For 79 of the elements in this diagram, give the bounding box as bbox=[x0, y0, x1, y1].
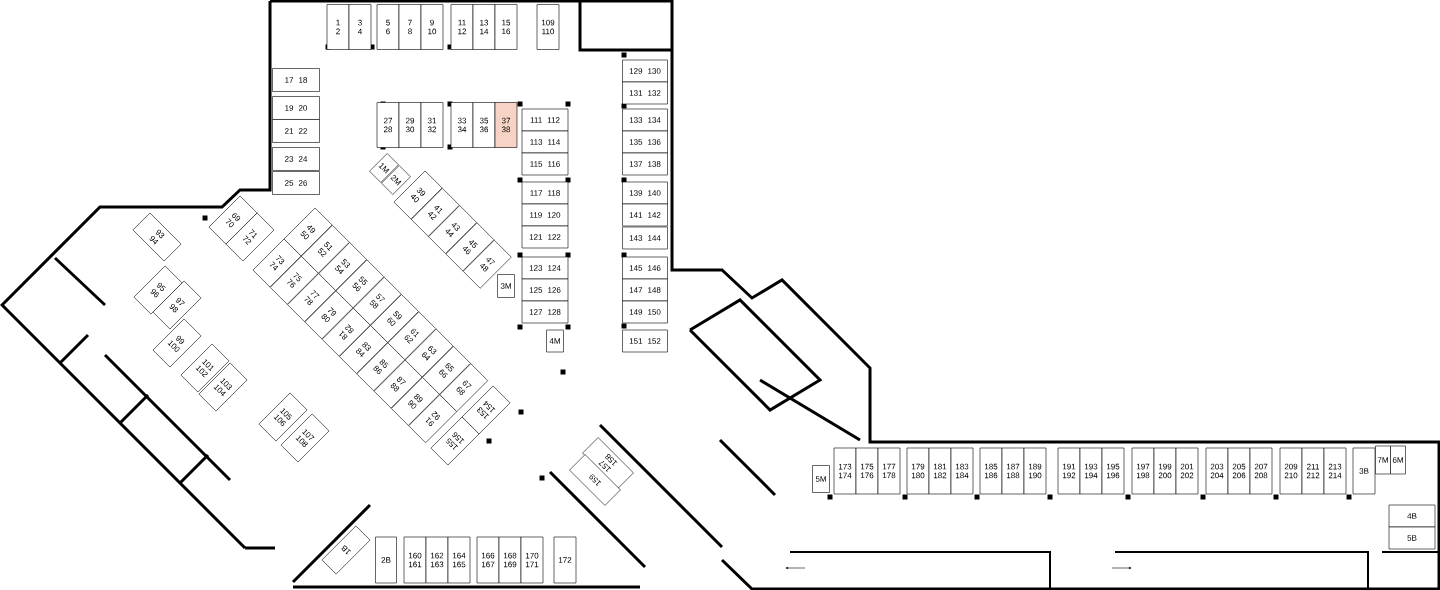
parking-space: 25 26 bbox=[272, 171, 320, 195]
parking-space: 164 165 bbox=[447, 536, 471, 584]
parking-space: 133 134 bbox=[622, 108, 668, 132]
parking-space: 151 152 bbox=[622, 329, 668, 353]
parking-space: 17 18 bbox=[272, 68, 320, 92]
parking-space: 31 32 bbox=[420, 102, 444, 148]
parking-space: 3M bbox=[497, 274, 515, 298]
parking-space: 139 140 bbox=[622, 181, 668, 205]
parking-space: 143 144 bbox=[622, 226, 668, 250]
parking-space: 141 142 bbox=[622, 203, 668, 227]
parking-space: 129 130 bbox=[622, 59, 668, 83]
parking-space: 1 2 bbox=[326, 4, 350, 50]
parking-space: 183 184 bbox=[950, 447, 974, 495]
parking-space: 6M bbox=[1390, 445, 1406, 475]
parking-space: 19 20 bbox=[272, 96, 320, 120]
parking-space: 185 186 bbox=[979, 447, 1003, 495]
parking-space: 203 204 bbox=[1205, 447, 1229, 495]
parking-space: 172 bbox=[553, 536, 577, 584]
parking-space: 15 16 bbox=[494, 4, 518, 50]
parking-space: 9 10 bbox=[420, 4, 444, 50]
parking-space: 160 161 bbox=[403, 536, 427, 584]
parking-space: 209 210 bbox=[1279, 447, 1303, 495]
parking-space: 173 174 bbox=[833, 447, 857, 495]
parking-space: 199 200 bbox=[1153, 447, 1177, 495]
parking-space: 149 150 bbox=[622, 300, 668, 324]
parking-space: 5M bbox=[812, 465, 830, 493]
parking-space: 29 30 bbox=[398, 102, 422, 148]
parking-space: 21 22 bbox=[272, 119, 320, 143]
parking-space: 205 206 bbox=[1227, 447, 1251, 495]
parking-space: 191 192 bbox=[1057, 447, 1081, 495]
parking-space: 111 112 bbox=[521, 108, 569, 132]
parking-space: 175 176 bbox=[855, 447, 879, 495]
parking-space: 189 190 bbox=[1023, 447, 1047, 495]
parking-space: 35 36 bbox=[472, 102, 496, 148]
parking-space: 193 194 bbox=[1079, 447, 1103, 495]
parking-space: 197 198 bbox=[1131, 447, 1155, 495]
parking-space: 170 171 bbox=[520, 536, 544, 584]
parking-space: 166 167 bbox=[476, 536, 500, 584]
parking-space: 23 24 bbox=[272, 147, 320, 171]
parking-space: 147 148 bbox=[622, 278, 668, 302]
parking-space: 93 94 bbox=[132, 212, 182, 262]
parking-space: 207 208 bbox=[1249, 447, 1273, 495]
parking-space: 119 120 bbox=[521, 203, 569, 227]
parking-space: 137 138 bbox=[622, 152, 668, 176]
parking-space: 187 188 bbox=[1001, 447, 1025, 495]
parking-space: 113 114 bbox=[521, 130, 569, 154]
parking-space: 109 110 bbox=[536, 4, 560, 50]
parking-space: 179 180 bbox=[906, 447, 930, 495]
parking-space: 37 38 bbox=[494, 102, 518, 148]
parking-space: 125 126 bbox=[521, 278, 569, 302]
parking-space: 13 14 bbox=[472, 4, 496, 50]
parking-space: 33 34 bbox=[450, 102, 474, 148]
parking-space: 121 122 bbox=[521, 225, 569, 249]
parking-space: 7M bbox=[1375, 445, 1391, 475]
parking-space: 135 136 bbox=[622, 130, 668, 154]
parking-space: 211 212 bbox=[1301, 447, 1325, 495]
parking-space: 1B bbox=[321, 525, 371, 575]
parking-space: 177 178 bbox=[877, 447, 901, 495]
parking-space: 5B bbox=[1388, 526, 1436, 550]
parking-space: 195 196 bbox=[1101, 447, 1125, 495]
parking-space: 7 8 bbox=[398, 4, 422, 50]
parking-space: 2B bbox=[375, 536, 397, 584]
parking-space: 4B bbox=[1388, 504, 1436, 528]
parking-space: 4M bbox=[546, 329, 564, 353]
parking-space: 213 214 bbox=[1323, 447, 1347, 495]
parking-space: 168 169 bbox=[498, 536, 522, 584]
parking-space: 131 132 bbox=[622, 81, 668, 105]
parking-space: 162 163 bbox=[425, 536, 449, 584]
parking-space: 127 128 bbox=[521, 300, 569, 324]
parking-space: 201 202 bbox=[1175, 447, 1199, 495]
parking-space: 3 4 bbox=[348, 4, 372, 50]
parking-space: 117 118 bbox=[521, 181, 569, 205]
parking-space: 145 146 bbox=[622, 256, 668, 280]
parking-space: 11 12 bbox=[450, 4, 474, 50]
parking-space: 27 28 bbox=[376, 102, 400, 148]
parking-space: 5 6 bbox=[376, 4, 400, 50]
parking-space: 123 124 bbox=[521, 256, 569, 280]
parking-space: 181 182 bbox=[928, 447, 952, 495]
parking-space: 115 116 bbox=[521, 152, 569, 176]
